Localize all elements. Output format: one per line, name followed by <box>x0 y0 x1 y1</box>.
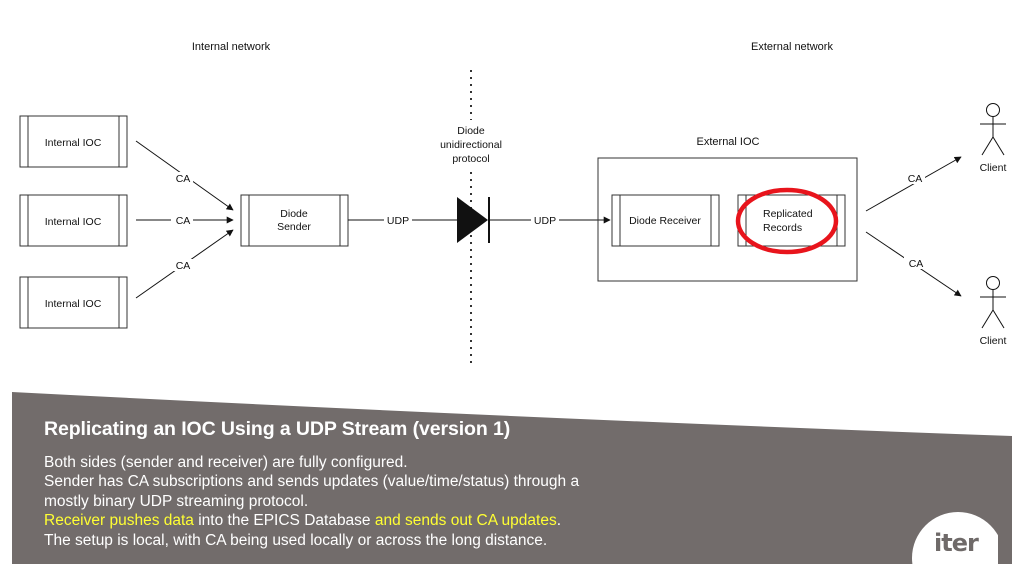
footer-line-1: Both sides (sender and receiver) are ful… <box>44 454 408 471</box>
footer-text: Replicating an IOC Using a UDP Stream (v… <box>44 418 744 550</box>
ca-label: CA <box>176 260 191 272</box>
internal-ioc-box-3: Internal IOC <box>19 276 128 329</box>
diode-sender-box: Diode Sender <box>240 194 349 247</box>
footer-line-2: Sender has CA subscriptions and sends up… <box>44 473 580 491</box>
client-icon <box>980 103 1006 156</box>
footer-background <box>12 392 1012 564</box>
internal-ioc-label: Internal IOC <box>45 216 102 228</box>
footer-line-4: Receiver pushes data into the EPICS Data… <box>44 511 744 530</box>
external-network-label: External network <box>751 41 833 53</box>
diode-caption-line3: protocol <box>452 153 489 165</box>
iter-logo: iter <box>912 512 998 564</box>
footer-line-3: mostly binary UDP streaming protocol. <box>44 492 309 510</box>
internal-ioc-box-1: Internal IOC <box>19 115 128 168</box>
diode-receiver-box: Diode Receiver <box>611 194 720 247</box>
footer-panel: Replicating an IOC Using a UDP Stream (v… <box>12 392 1012 564</box>
highlight-ellipse <box>735 187 839 255</box>
udp-label: UDP <box>534 215 556 227</box>
diode-caption-line1: Diode <box>457 125 485 137</box>
highlight-ca-updates: and sends out CA updates <box>374 512 557 530</box>
internal-ioc-box-2: Internal IOC <box>19 194 128 247</box>
client-label: Client <box>980 162 1007 174</box>
diode-icon <box>457 197 490 243</box>
replication-diagram: Internal network External network Intern… <box>19 41 1007 368</box>
diode-sender-label-line2: Sender <box>277 221 311 233</box>
footer-line-4-end: . <box>556 512 562 530</box>
footer-line-5: The setup is local, with CA being used l… <box>44 531 548 549</box>
ca-label: CA <box>176 173 191 185</box>
external-ioc-container <box>597 157 858 282</box>
client-label: Client <box>980 335 1007 347</box>
iter-logo-text: iter <box>934 529 979 557</box>
udp-label: UDP <box>387 215 409 227</box>
footer-line-4-mid: into the EPICS Database <box>193 512 375 530</box>
ca-label: CA <box>909 258 924 270</box>
diode-caption-line2: unidirectional <box>440 139 502 151</box>
client-icon <box>980 276 1006 329</box>
replicated-records-label-line1: Replicated <box>763 208 813 220</box>
internal-ioc-label: Internal IOC <box>45 298 102 310</box>
external-ioc-label: External IOC <box>697 136 760 148</box>
diode-sender-label-line1: Diode <box>280 208 308 220</box>
ca-label: CA <box>176 215 191 227</box>
internal-network-label: Internal network <box>192 41 271 53</box>
internal-ioc-label: Internal IOC <box>45 137 102 149</box>
replicated-records-label-line2: Records <box>763 222 802 234</box>
diode-receiver-label: Diode Receiver <box>629 215 701 227</box>
slide-title: Replicating an IOC Using a UDP Stream (v… <box>44 418 511 440</box>
highlight-receiver-pushes: Receiver pushes data <box>44 512 194 530</box>
ca-label: CA <box>908 173 923 185</box>
